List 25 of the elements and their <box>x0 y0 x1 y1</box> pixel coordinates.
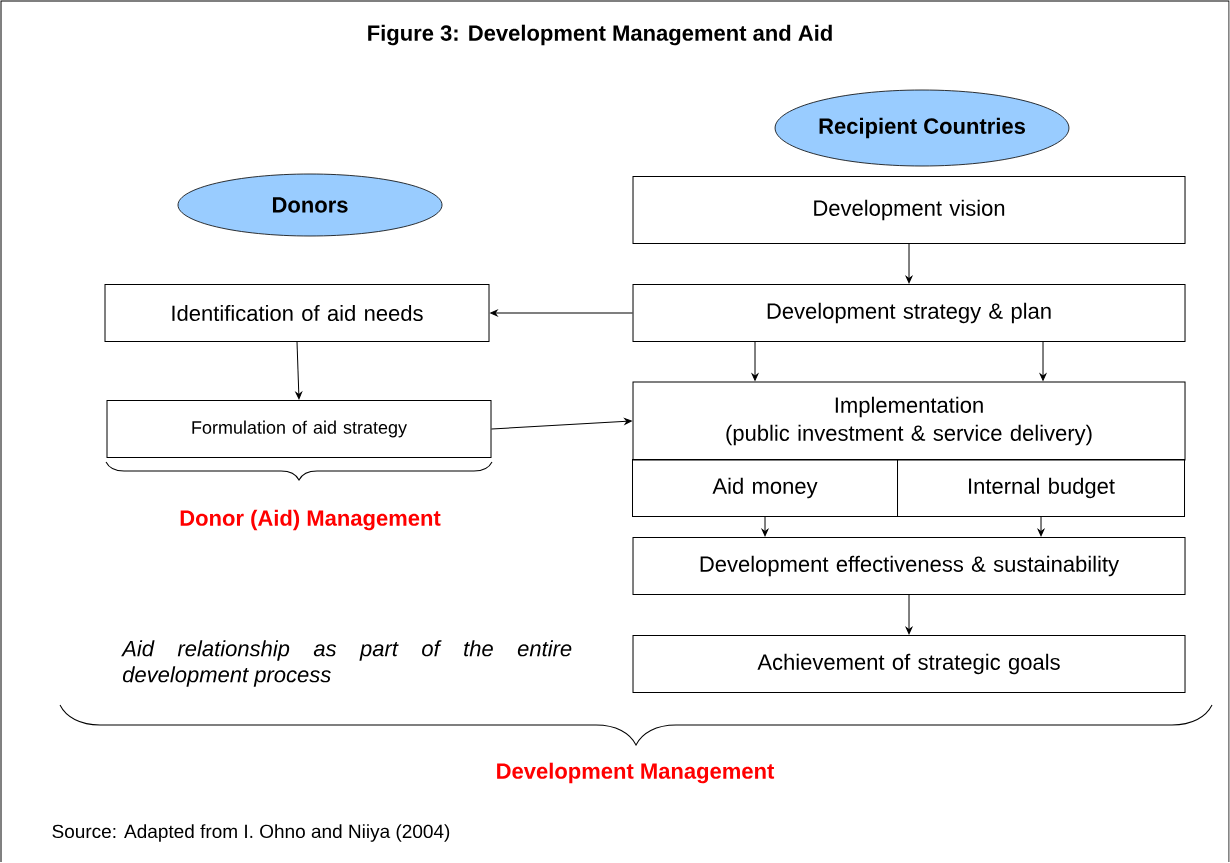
section-label: Development Management <box>497 762 775 784</box>
arrow <box>490 309 633 317</box>
arrow <box>295 341 303 400</box>
arrow <box>751 341 759 381</box>
oval-node: Recipient Countries <box>774 89 1070 167</box>
process-box: Achievement of strategic goals <box>632 635 1186 693</box>
arrow <box>491 418 632 430</box>
arrow <box>905 594 913 635</box>
process-box: Identification of aid needs <box>104 284 490 342</box>
process-box: Development vision <box>632 176 1186 244</box>
process-box: Development strategy & plan <box>632 284 1186 342</box>
process-box: Formulation of aid strategy <box>106 400 492 458</box>
section-label: Donor (Aid) Management <box>180 509 441 531</box>
process-box: Development effectiveness & sustainability <box>632 537 1186 595</box>
arrow <box>1039 341 1047 381</box>
oval-node: Donors <box>177 173 443 237</box>
arrow <box>761 516 769 537</box>
arrow <box>905 243 913 284</box>
source-note: Source: Adapted from I. Ohno and Niiya (2004) <box>52 824 450 842</box>
process-box: Aid money <box>632 459 898 517</box>
title: Figure 3: Development Management and Aid <box>368 24 832 46</box>
process-box: Internal budget <box>897 459 1185 517</box>
note-text: Aid relationship as part of the entire development process <box>121 640 572 687</box>
arrow <box>1037 516 1045 537</box>
process-box: Implementation (public investment & service delivery) <box>632 381 1186 461</box>
